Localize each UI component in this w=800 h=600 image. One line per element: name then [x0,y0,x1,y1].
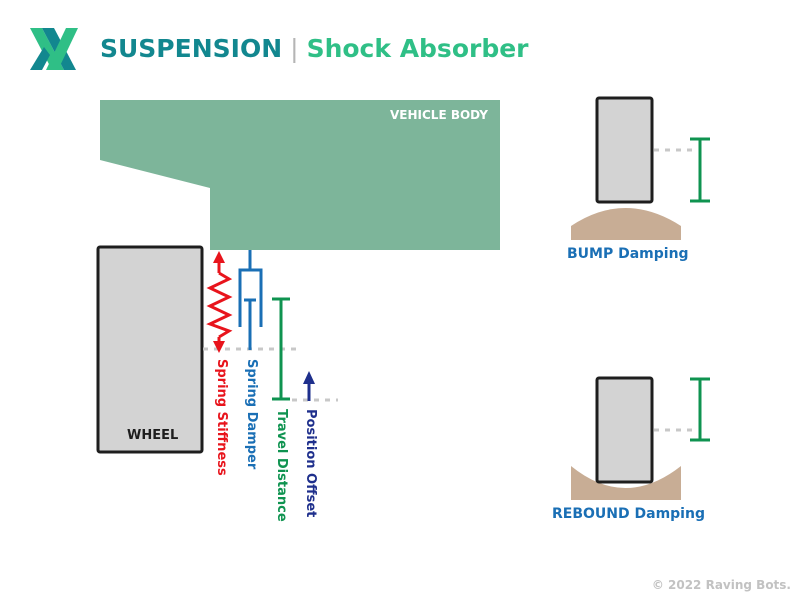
bump-illustration [571,96,710,240]
bump-wheel [595,96,654,204]
rebound-ground [571,466,681,500]
page-title: SUSPENSION|Shock Absorber [100,34,529,63]
wheel-label: WHEEL [127,428,179,443]
copyright-text: © 2022 Raving Bots. [651,578,791,592]
rebound-wheel [595,376,654,484]
spring-damper-shape [238,250,263,350]
spring-stiffness-arrow [206,251,233,353]
title-sub: Shock Absorber [306,34,529,63]
rebound-illustration [571,376,710,500]
spring-damper-label: Spring Damper [244,359,259,470]
vehicle-body [100,100,500,250]
title-separator: | [290,34,299,63]
vehicle-body-label: VEHICLE BODY [390,108,488,122]
position-offset-arrow [303,371,315,401]
wheel [96,245,204,454]
bump-damping-label: BUMP Damping [567,246,689,262]
position-offset-label: Position Offset [303,409,318,518]
title-main: SUSPENSION [100,34,283,63]
travel-distance-label: Travel Distance [274,409,289,522]
rebound-damping-label: REBOUND Damping [552,506,705,522]
spring-stiffness-label: Spring Stiffness [214,359,229,476]
bump-ground [571,208,681,240]
travel-distance-bracket [272,297,290,401]
x-logo-icon [30,28,78,70]
